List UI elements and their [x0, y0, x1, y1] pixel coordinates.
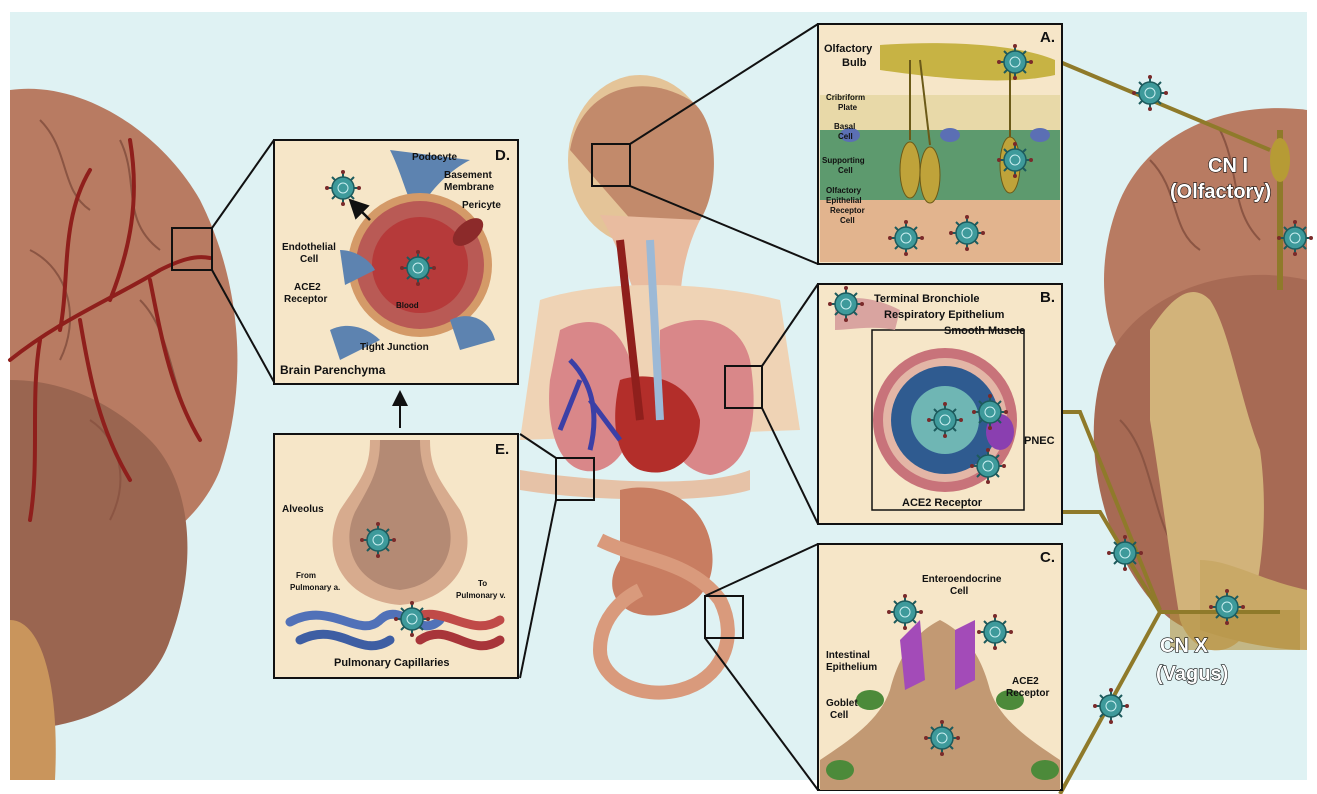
label-pericyte: Pericyte — [462, 200, 501, 211]
label-ace2-d-2: Receptor — [284, 294, 327, 305]
panel-e-letter: E. — [495, 441, 509, 458]
label-ore-1: Olfactory — [826, 186, 862, 195]
label-ace2-d-1: ACE2 — [294, 282, 321, 293]
label-basement-1: Basement — [444, 170, 492, 181]
label-pulmonary-capillaries: Pulmonary Capillaries — [334, 657, 450, 669]
panel-d-letter: D. — [495, 147, 510, 164]
label-enteroendocrine-1: Enteroendocrine — [922, 574, 1002, 585]
label-intestinal-2: Epithelium — [826, 662, 877, 673]
panel-c-letter: C. — [1040, 549, 1055, 566]
label-basal-2: Cell — [838, 132, 853, 141]
label-olfactory-bulb-1: Olfactory — [824, 43, 873, 55]
label-ore-4: Cell — [840, 216, 855, 225]
label-ore-3: Receptor — [830, 206, 865, 215]
label-ore-2: Epithelial — [826, 196, 862, 205]
label-intestinal-1: Intestinal — [826, 650, 870, 661]
label-smooth-muscle: Smooth Muscle — [944, 325, 1025, 337]
label-alveolus: Alveolus — [282, 504, 324, 515]
label-from-1: From — [296, 571, 316, 580]
label-podocyte: Podocyte — [412, 152, 457, 163]
label-cribriform-2: Plate — [838, 103, 858, 112]
label-pnec: PNEC — [1024, 435, 1055, 447]
label-to-2: Pulmonary v. — [456, 591, 506, 600]
label-cn1-line1: CN I — [1208, 155, 1248, 177]
label-from-2: Pulmonary a. — [290, 583, 340, 592]
label-supporting-2: Cell — [838, 166, 853, 175]
label-terminal-bronchiole: Terminal Bronchiole — [874, 293, 980, 305]
label-endothelial-1: Endothelial — [282, 242, 336, 253]
label-supporting-1: Supporting — [822, 156, 865, 165]
panel-b-letter: B. — [1040, 289, 1055, 306]
panel-a-letter: A. — [1040, 29, 1055, 46]
label-goblet-2: Cell — [830, 710, 849, 721]
panel-e — [274, 434, 518, 678]
label-cn10-line2: (Vagus) — [1156, 663, 1228, 685]
label-blood: Blood — [396, 301, 419, 310]
label-olfactory-bulb-2: Bulb — [842, 57, 867, 69]
label-cn1-line2: (Olfactory) — [1170, 181, 1271, 203]
label-cn10-line1: CN X — [1160, 635, 1208, 657]
label-to-1: To — [478, 579, 487, 588]
label-goblet-1: Goblet — [826, 698, 858, 709]
label-ace2-c-1: ACE2 — [1012, 676, 1039, 687]
label-ace2-receptor-b: ACE2 Receptor — [902, 497, 983, 509]
label-ace2-c-2: Receptor — [1006, 688, 1049, 699]
label-endothelial-2: Cell — [300, 254, 319, 265]
label-brain-parenchyma: Brain Parenchyma — [280, 363, 386, 377]
label-basal-1: Basal — [834, 122, 855, 131]
label-basement-2: Membrane — [444, 182, 494, 193]
label-enteroendocrine-2: Cell — [950, 586, 969, 597]
label-tight-junction: Tight Junction — [360, 342, 429, 353]
label-cribriform-1: Cribriform — [826, 93, 865, 102]
label-respiratory-epithelium: Respiratory Epithelium — [884, 309, 1005, 321]
